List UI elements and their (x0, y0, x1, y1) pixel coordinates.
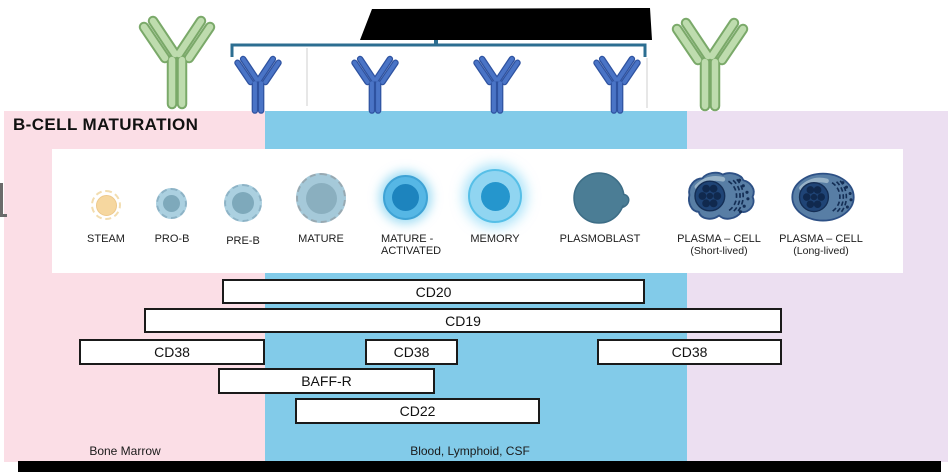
plasma-cell-short-lived-icon (688, 171, 755, 220)
marker-bar-cd19: CD19 (144, 308, 782, 333)
bottom-black-bar (18, 461, 941, 472)
stage-label-mature: MATURE (298, 233, 344, 245)
antibody-icon-green-left (144, 21, 210, 104)
stage-label-plasmoblast: PLASMOBLAST (559, 233, 641, 245)
mature-b-cell-icon (296, 173, 346, 223)
page-title: B-CELL MATURATION (13, 115, 199, 134)
location-label-bone-marrow: Bone Marrow (89, 444, 161, 458)
pro-b-cell-icon (156, 188, 187, 219)
stem-cell-icon (91, 190, 121, 220)
stage-label-memory: MEMORY (470, 233, 520, 245)
antibody-icon-green-right (677, 23, 743, 106)
pre-b-cell-icon (224, 184, 262, 222)
edge-artifact-mark (0, 183, 3, 215)
card-edge-lines (306, 48, 648, 108)
stage-label-mature-activated: MATURE - ACTIVATED (381, 233, 442, 257)
stage-label-pro-b: PRO-B (154, 233, 190, 245)
stage-label-stem: STEAM (87, 233, 125, 245)
redacted-label-overlay (360, 8, 652, 40)
mature-activated-b-cell-icon (383, 175, 428, 220)
marker-bar-cd22: CD22 (295, 398, 540, 424)
antibody-icon-blue-4 (596, 59, 638, 111)
antibody-icon-blue-2 (354, 59, 396, 111)
marker-bar-cd20: CD20 (222, 279, 645, 304)
bracket (230, 43, 647, 57)
stage-label-plasma-long: PLASMA – CELL (Long-lived) (779, 233, 863, 257)
edge-artifact-tick (0, 214, 7, 217)
marker-bar-baff-r: BAFF-R (218, 368, 435, 394)
marker-bar-cd38-late: CD38 (597, 339, 782, 365)
plasmoblast-icon (573, 172, 630, 224)
stage-label-plasma-short: PLASMA – CELL (Short-lived) (677, 233, 761, 257)
marker-bar-cd38-early: CD38 (79, 339, 265, 365)
antibody-icon-blue-3 (476, 59, 518, 111)
antibody-artwork (144, 8, 743, 111)
stage-label-pre-b: PRE-B (226, 235, 260, 247)
location-label-blood-lymphoid-csf: Blood, Lymphoid, CSF (410, 444, 530, 458)
plasma-cell-long-lived-icon (791, 172, 855, 222)
memory-b-cell-icon (468, 169, 522, 223)
marker-bar-cd38-mid: CD38 (365, 339, 458, 365)
antibody-icon-blue-1 (237, 59, 279, 111)
